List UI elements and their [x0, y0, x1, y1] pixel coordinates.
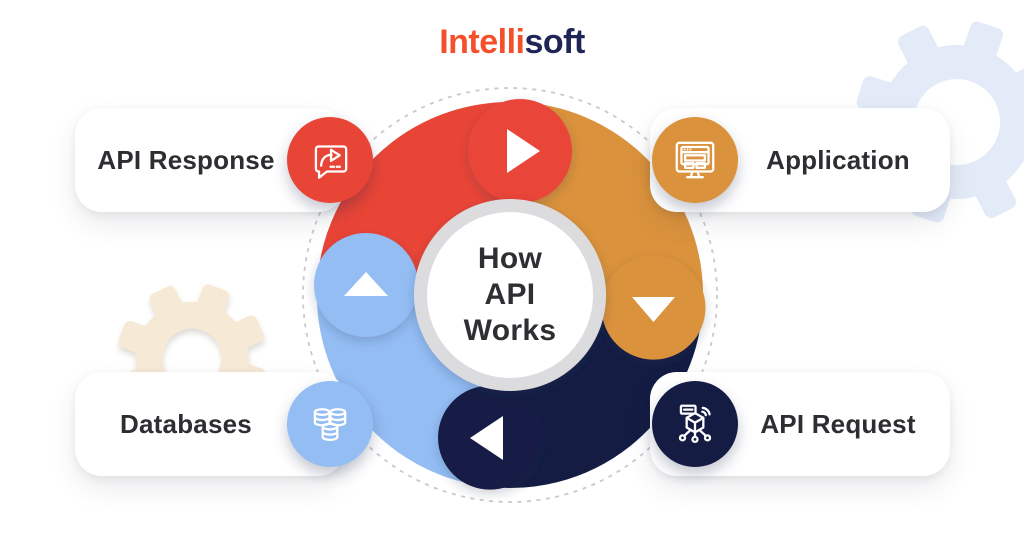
- arrow-up-icon: [344, 272, 388, 296]
- dashed-ring: [302, 87, 718, 503]
- monitor-browser-icon: [652, 117, 738, 203]
- card-label: Application: [766, 144, 910, 175]
- arrow-left-icon: [470, 416, 503, 460]
- arrow-down-icon: [632, 297, 675, 322]
- card-api-response: API Response: [75, 108, 373, 212]
- logo-text-secondary: soft: [524, 23, 585, 61]
- card-databases: Databases: [75, 372, 373, 476]
- logo-text-primary: Intelli: [439, 23, 525, 61]
- database-cluster-icon: [287, 381, 373, 467]
- logo: Intellisoft: [0, 24, 1024, 60]
- api-cube-icon: [652, 381, 738, 467]
- diagram-title-line3: Works: [463, 314, 557, 347]
- card-application: Application: [650, 108, 950, 212]
- card-api-request: API Request: [650, 372, 950, 476]
- center-hub: [427, 212, 593, 378]
- diagram-title: How API Works: [410, 241, 610, 349]
- diagram-title-line2: API: [484, 278, 536, 311]
- card-label: API Response: [97, 144, 275, 175]
- card-label: Databases: [120, 408, 252, 439]
- diagram-title-line1: How: [477, 242, 543, 275]
- chat-share-icon: [287, 117, 373, 203]
- card-label: API Request: [760, 408, 916, 439]
- arrow-right-icon: [507, 129, 540, 173]
